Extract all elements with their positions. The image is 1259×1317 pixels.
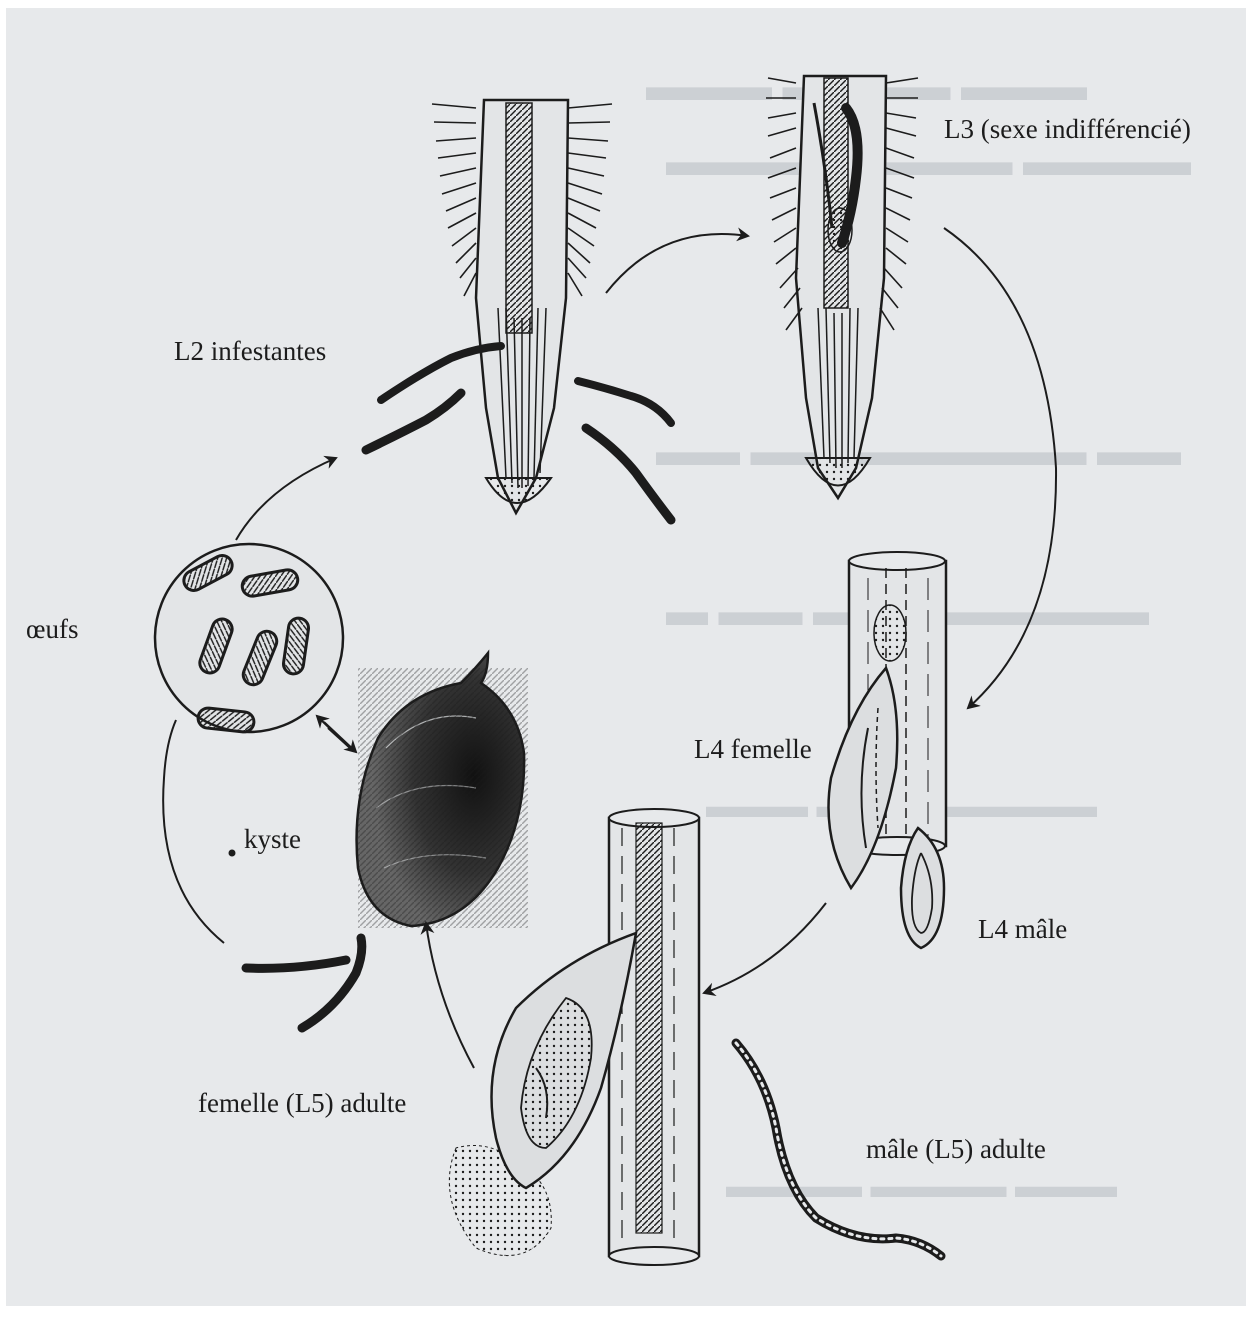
label-l3: L3 (sexe indifférencié) (944, 116, 1191, 143)
label-male-adulte: mâle (L5) adulte (866, 1136, 1046, 1163)
hatching-juveniles (246, 938, 362, 1028)
nematode-life-cycle-diagram (6, 8, 1246, 1306)
cyst (357, 653, 528, 928)
root-segment-l4 (829, 552, 947, 948)
label-l4-male: L4 mâle (978, 916, 1067, 943)
label-kyste: kyste (244, 826, 301, 853)
root-tip-l3 (766, 76, 918, 498)
label-femelle-adulte: femelle (L5) adulte (198, 1090, 406, 1117)
root-tip-l2 (432, 100, 612, 513)
label-oeufs: œufs (26, 616, 79, 643)
label-l4-femelle: L4 femelle (694, 736, 812, 763)
label-l2-infestantes: L2 infestantes (174, 338, 326, 365)
ink-mark (229, 850, 236, 857)
eggs-circle (155, 544, 343, 733)
scanned-sheet: ▬▬▬ ▬▬▬▬ ▬▬▬ ▬▬▬▬▬ ▬▬▬ ▬▬▬▬ ▬▬ ▬▬▬▬▬▬▬▬ … (6, 8, 1246, 1306)
